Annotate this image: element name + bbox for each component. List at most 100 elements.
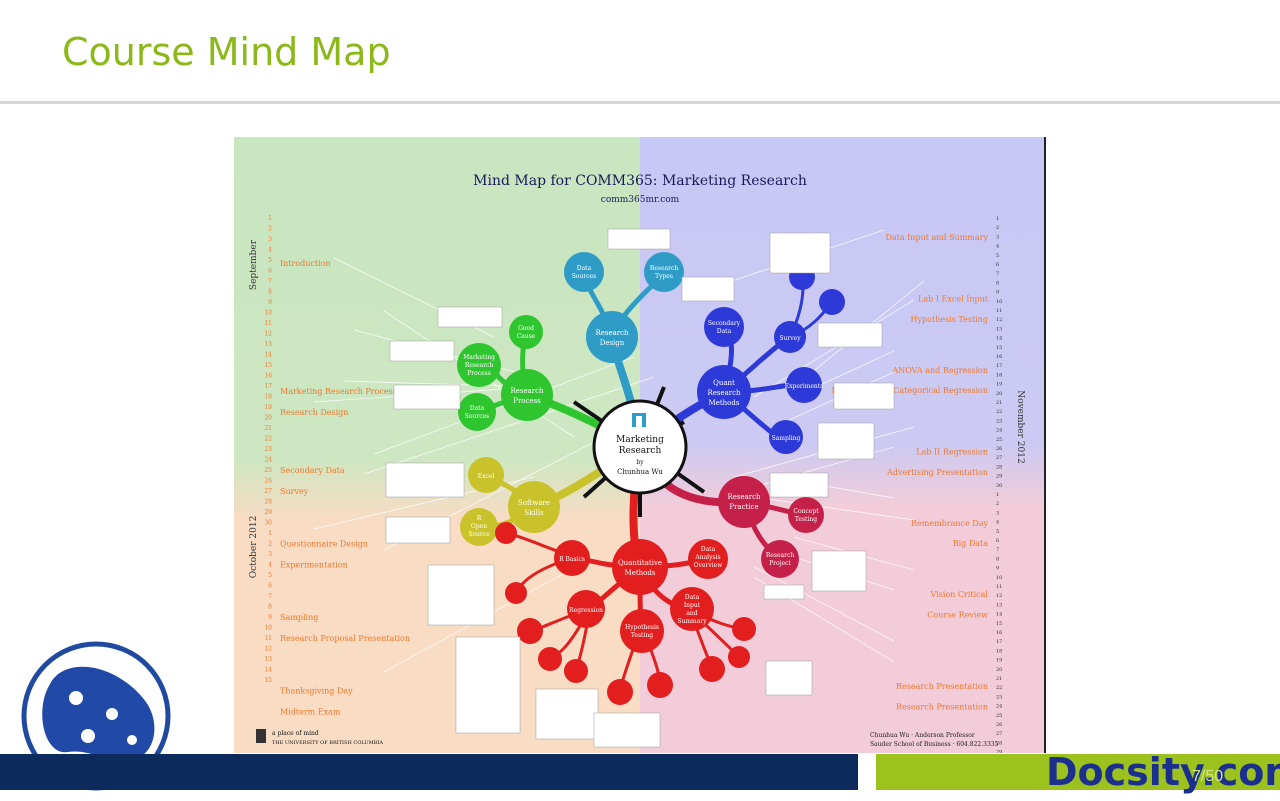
right-day-number: 5 — [996, 529, 999, 535]
svg-text:Concept: Concept — [793, 508, 819, 515]
right-topic-item: Research Presentation — [896, 682, 988, 691]
right-day-number: 11 — [996, 584, 1002, 590]
footer-band — [0, 754, 858, 790]
right-day-number: 12 — [996, 317, 1002, 323]
svg-text:Open: Open — [471, 523, 487, 530]
right-day-number: 25 — [996, 713, 1002, 719]
right-day-number: 15 — [996, 621, 1002, 627]
right-day-number: 10 — [996, 299, 1002, 305]
left-day-number: 30 — [264, 520, 272, 527]
branch-research-practice[interactable]: Research Practice Research Project Conce… — [718, 476, 824, 578]
svg-text:Methods: Methods — [625, 569, 656, 577]
brand-wordmark[interactable]: Docsity.com — [1046, 750, 1280, 794]
right-day-number: 20 — [996, 391, 1002, 397]
right-day-number: 9 — [996, 566, 999, 572]
right-topic-item: Remembrance Day — [911, 519, 988, 528]
svg-text:Survey: Survey — [779, 335, 801, 342]
svg-text:Software: Software — [518, 499, 550, 507]
left-day-number: 26 — [264, 478, 272, 485]
right-day-number: 14 — [996, 612, 1002, 618]
ubc-logo: a place of mind THE UNIVERSITY OF BRITIS… — [256, 729, 383, 746]
right-day-number: 3 — [996, 234, 999, 240]
left-day-number: 5 — [268, 572, 272, 579]
svg-text:Process: Process — [513, 397, 541, 405]
left-day-number: 24 — [264, 457, 272, 464]
right-day-number: 9 — [996, 290, 999, 296]
right-day-number: 19 — [996, 658, 1002, 664]
svg-text:Regression: Regression — [569, 607, 603, 614]
right-topic-item: Data Input and Summary — [885, 233, 988, 242]
left-day-number: 12 — [264, 646, 272, 653]
left-topic-item: Sampling — [280, 613, 318, 622]
left-day-number: 29 — [264, 509, 272, 516]
side-label-october: October 2012 — [249, 516, 259, 579]
left-calendar-days: 1234567891011121314151617181920212223242… — [264, 215, 272, 684]
right-topic-item: Course Review — [927, 611, 988, 620]
right-day-number: 1 — [996, 216, 999, 222]
left-day-number: 14 — [264, 667, 272, 674]
svg-text:Skills: Skills — [524, 509, 544, 517]
left-topic-item: Questionnaire Design — [280, 539, 368, 548]
left-day-number: 28 — [264, 499, 272, 506]
left-day-number: 3 — [268, 236, 272, 243]
right-day-number: 17 — [996, 639, 1002, 645]
right-topic-item: Lab I Excel Input — [918, 294, 989, 303]
right-day-number: 23 — [996, 418, 1002, 424]
right-day-number: 22 — [996, 409, 1002, 415]
right-day-number: 6 — [996, 262, 999, 268]
right-day-number: 14 — [996, 336, 1002, 342]
title-divider — [0, 101, 1280, 104]
right-day-number: 24 — [996, 704, 1002, 710]
branch-quant-research-methods[interactable]: Quant Research Methods Secondary Data Su… — [697, 264, 845, 454]
right-day-number: 4 — [996, 244, 999, 250]
svg-text:Research: Research — [707, 389, 741, 397]
right-day-number: 19 — [996, 382, 1002, 388]
left-day-number: 13 — [264, 656, 272, 663]
svg-text:Excel: Excel — [478, 473, 495, 480]
page-number: 7/50 — [1192, 768, 1224, 785]
right-day-number: 29 — [996, 750, 1002, 753]
right-day-number: 16 — [996, 354, 1002, 360]
branch-software-skills[interactable]: Software Skills Excel R Open Source — [460, 457, 560, 546]
svg-text:Cause: Cause — [517, 333, 536, 340]
right-day-number: 27 — [996, 731, 1002, 737]
svg-text:Input: Input — [684, 602, 701, 609]
branch-research-process[interactable]: Research Process Good Cause Marketing Re… — [457, 315, 553, 431]
right-topic-item: Vision Critical — [930, 590, 989, 599]
svg-text:Testing: Testing — [795, 516, 817, 523]
center-title-line-2: Research — [619, 446, 662, 456]
svg-text:Sources: Sources — [465, 413, 489, 420]
branch-quantitative-methods[interactable]: Quantitative Methods Data Analysis Overv… — [495, 522, 756, 705]
svg-text:Research: Research — [766, 552, 795, 559]
side-label-september: September — [249, 239, 259, 290]
center-node[interactable]: Marketing Research by Chunhua Wu — [572, 386, 706, 517]
right-day-number: 2 — [996, 501, 999, 507]
right-topic-item: Hypothesis Testing — [911, 315, 988, 324]
center-author: Chunhua Wu — [617, 468, 663, 476]
right-day-number: 2 — [996, 225, 999, 231]
right-day-number: 30 — [996, 483, 1002, 489]
svg-text:Methods: Methods — [709, 399, 740, 407]
right-day-number: 28 — [996, 740, 1002, 746]
svg-text:Sampling: Sampling — [772, 435, 801, 442]
branch-research-design[interactable]: Research Design Research Types Data Sour… — [564, 252, 684, 363]
right-day-number: 28 — [996, 464, 1002, 470]
svg-text:Source: Source — [468, 531, 490, 538]
right-day-number: 27 — [996, 455, 1002, 461]
svg-text:Overview: Overview — [694, 562, 724, 569]
left-topic-item: Midterm Exam — [280, 707, 341, 716]
left-day-number: 13 — [264, 341, 272, 348]
right-day-number: 20 — [996, 667, 1002, 673]
left-day-number: 1 — [268, 530, 272, 537]
right-day-number: 22 — [996, 685, 1002, 691]
svg-text:Sources: Sources — [572, 273, 596, 280]
svg-text:Testing: Testing — [631, 632, 653, 639]
left-day-number: 3 — [268, 551, 272, 558]
left-day-number: 23 — [264, 446, 272, 453]
left-day-number: 20 — [264, 415, 272, 422]
svg-text:Research: Research — [510, 387, 544, 395]
right-topic-item: ANOVA and Regression — [891, 366, 988, 375]
left-day-number: 1 — [268, 215, 272, 222]
ubc-place-of-mind: a place of mind — [272, 730, 319, 737]
